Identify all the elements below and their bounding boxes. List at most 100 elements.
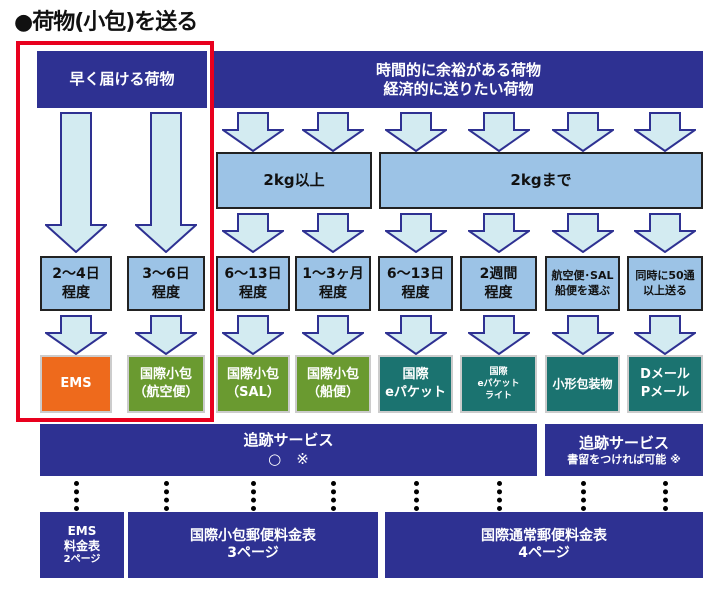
down-arrow-icon xyxy=(384,315,447,355)
product-line2: eパケット xyxy=(477,378,520,389)
duration-line1: 航空便･SAL xyxy=(551,269,614,283)
product-box[interactable]: 小形包装物 xyxy=(545,355,620,413)
duration-box: 航空便･SAL 船便を選ぶ xyxy=(545,256,620,311)
down-arrow-icon xyxy=(551,315,614,355)
selection-frame xyxy=(16,41,214,422)
down-arrow-icon xyxy=(302,112,364,152)
product-box[interactable]: EMS xyxy=(40,355,112,413)
duration-line1: 2～4日 xyxy=(52,266,100,283)
down-arrow-icon xyxy=(634,213,696,253)
tracking-main: 追跡サービス ○ ※ xyxy=(40,424,537,476)
product-box[interactable]: 国際小包 （航空便） xyxy=(127,355,205,413)
down-arrow-icon xyxy=(222,112,284,152)
product-line1: 国際 xyxy=(489,366,508,377)
dotted-connector xyxy=(663,481,668,511)
down-arrow-icon xyxy=(467,112,530,152)
down-arrow-icon xyxy=(384,213,447,253)
tracking-main-title: 追跡サービス xyxy=(243,431,334,450)
rates-ordinary-line1: 国際通常郵便料金表 xyxy=(481,527,607,544)
page-title: ●荷物(小包)を送る xyxy=(14,10,198,35)
product-box[interactable]: 国際小包 （SAL） xyxy=(216,355,290,413)
tracking-side-title: 追跡サービス xyxy=(578,433,669,452)
duration-box: 6～13日 程度 xyxy=(216,256,290,311)
product-line2: （船便） xyxy=(306,385,359,400)
down-arrow-icon xyxy=(634,112,696,152)
down-arrow-icon xyxy=(302,315,364,355)
dotted-connector xyxy=(331,481,336,511)
product-line1: 国際小包 xyxy=(226,367,279,383)
product-line2: （SAL） xyxy=(226,385,280,400)
down-arrow-icon xyxy=(302,213,364,253)
duration-line1: 同時に50通 xyxy=(635,269,695,283)
product-line1: 国際小包 xyxy=(139,367,192,383)
product-box[interactable]: 国際 eパケット xyxy=(378,355,453,413)
rates-ems-line1: EMS xyxy=(67,523,97,538)
header-economy: 時間的に余裕がある荷物 経済的に送りたい荷物 xyxy=(214,51,703,108)
down-arrow-icon xyxy=(467,315,530,355)
dotted-connector xyxy=(496,481,502,511)
dotted-connector xyxy=(251,481,256,511)
tracking-side-value: 書留をつければ可能 ※ xyxy=(567,452,681,466)
down-arrow-icon xyxy=(634,315,696,355)
duration-box: 2～4日 程度 xyxy=(40,256,112,311)
duration-line1: 3～6日 xyxy=(142,266,190,283)
product-line2: Pメール xyxy=(640,385,690,400)
duration-line2: 程度 xyxy=(319,284,347,301)
header-economy-line2: 経済的に送りたい荷物 xyxy=(383,79,534,98)
rates-ems-line3: 2ページ xyxy=(63,553,101,565)
weight-over-2kg-label: 2kg以上 xyxy=(263,170,325,189)
dotted-connector xyxy=(413,481,419,511)
product-line1: 国際 xyxy=(402,367,429,383)
product-line1: EMS xyxy=(60,376,92,392)
rates-ems[interactable]: EMS 料金表 2ページ xyxy=(40,512,124,578)
duration-line2: 程度 xyxy=(152,284,180,301)
duration-box: 1～3ヶ月 程度 xyxy=(295,256,371,311)
product-line2: eパケット xyxy=(385,385,446,400)
dotted-connector xyxy=(580,481,586,511)
rates-parcel[interactable]: 国際小包郵便料金表 3ページ xyxy=(128,512,378,578)
down-arrow-icon xyxy=(45,315,107,355)
rates-parcel-line2: 3ページ xyxy=(227,545,279,561)
dotted-connector xyxy=(164,481,169,511)
product-box[interactable]: 国際 eパケット ライト xyxy=(460,355,537,413)
down-arrow-icon xyxy=(222,315,284,355)
product-line3: ライト xyxy=(484,391,512,402)
header-fast-label: 早く届ける荷物 xyxy=(69,70,175,89)
tracking-side: 追跡サービス 書留をつければ可能 ※ xyxy=(545,424,703,476)
duration-box: 同時に50通 以上送る xyxy=(627,256,703,311)
down-arrow-icon xyxy=(467,213,530,253)
duration-box: 3～6日 程度 xyxy=(127,256,205,311)
product-line1: Dメール xyxy=(640,367,690,383)
rates-parcel-line1: 国際小包郵便料金表 xyxy=(190,527,316,544)
down-arrow-long-icon xyxy=(135,112,197,253)
down-arrow-long-icon xyxy=(45,112,107,253)
duration-line2: 以上送る xyxy=(643,283,687,297)
duration-line1: 1～3ヶ月 xyxy=(302,266,364,283)
weight-over-2kg: 2kg以上 xyxy=(216,152,372,209)
duration-line1: 2週間 xyxy=(479,266,518,283)
duration-line2: 程度 xyxy=(239,284,267,301)
duration-box: 6～13日 程度 xyxy=(378,256,453,311)
rates-ordinary[interactable]: 国際通常郵便料金表 4ページ xyxy=(385,512,703,578)
duration-line2: 程度 xyxy=(484,284,513,301)
duration-line1: 6～13日 xyxy=(224,266,282,283)
down-arrow-icon xyxy=(551,112,614,152)
product-line1: 小形包装物 xyxy=(552,376,613,391)
tracking-main-value: ○ ※ xyxy=(268,450,309,468)
product-box[interactable]: Dメール Pメール xyxy=(627,355,703,413)
dotted-connector xyxy=(74,481,79,511)
weight-upto-2kg-label: 2kgまで xyxy=(510,170,572,189)
duration-line2: 船便を選ぶ xyxy=(555,283,610,297)
down-arrow-icon xyxy=(384,112,447,152)
rates-ordinary-line2: 4ページ xyxy=(518,545,570,561)
weight-upto-2kg: 2kgまで xyxy=(379,152,703,209)
down-arrow-icon xyxy=(135,315,197,355)
product-line2: （航空便） xyxy=(133,385,199,400)
rates-ems-line2: 料金表 xyxy=(63,538,100,553)
down-arrow-icon xyxy=(222,213,284,253)
product-box[interactable]: 国際小包 （船便） xyxy=(295,355,371,413)
down-arrow-icon xyxy=(551,213,614,253)
header-fast: 早く届ける荷物 xyxy=(37,51,207,108)
duration-line2: 程度 xyxy=(62,284,90,301)
duration-box: 2週間 程度 xyxy=(460,256,537,311)
